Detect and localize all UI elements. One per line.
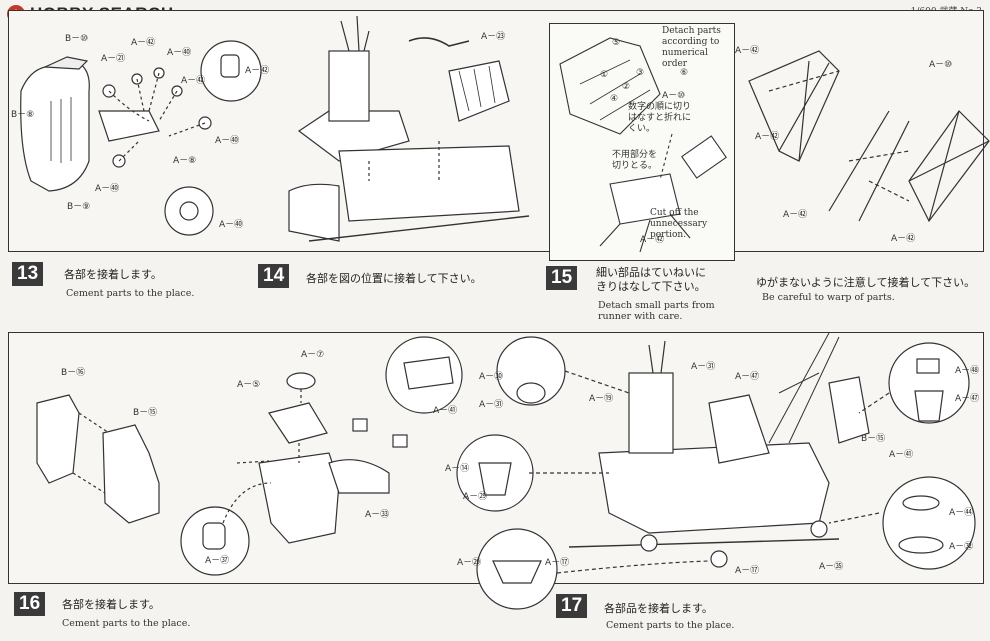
part-label-a79a: A－㊵: [167, 48, 192, 58]
step-17-jp: 各部品を接着します。: [604, 602, 713, 615]
part-label-a21: A－㉑: [101, 54, 126, 64]
part-label-a66: A－㊷: [735, 46, 760, 56]
circled-num-5: ⑤: [612, 38, 621, 48]
step-15-jp: 細い部品はていねいに きりはなして下さい。: [596, 266, 706, 293]
part-label-a23: A－㉓: [481, 32, 506, 42]
inset-note-cut-off: Cut off the unnecessary portion.: [650, 208, 708, 240]
circled-num-4: ④: [610, 94, 619, 104]
part-label-b9: B－⑨: [67, 202, 91, 212]
step-16-jp: 各部を接着します。: [62, 598, 160, 611]
part-label-b8: B－⑧: [11, 110, 35, 120]
step-13-jp: 各部を接着します。: [64, 268, 162, 281]
part-label-a79c: A－㊵: [95, 184, 120, 194]
part-label-a35: A－㉟: [819, 562, 844, 572]
part-label-a64: A－㊹: [949, 508, 974, 518]
step-16-en: Cement parts to the place.: [62, 618, 191, 629]
part-label-a67: A－㊷: [891, 234, 916, 244]
part-label-a70-inset: A－⑩: [662, 91, 686, 101]
part-label-a29b: A－㉙: [457, 558, 482, 568]
inset-note-detach: Detach parts according to numerical orde…: [662, 26, 721, 69]
step-15-en: Detach small parts from runner with care…: [598, 300, 715, 322]
part-label-a79b: A－㊵: [215, 136, 240, 146]
part-label-a62: A－㊷: [245, 66, 270, 76]
part-label-a29: A－㉙: [463, 492, 488, 502]
part-label-b15b: B－⑮: [861, 434, 886, 444]
inset-note-jp-order: 数字の順に切り はなすと折れに くい。: [628, 102, 692, 134]
part-label-b15: B－⑮: [133, 408, 158, 418]
step-14-number: 14: [258, 264, 290, 288]
part-label-a72: A－㊷: [783, 210, 808, 220]
part-label-a31: A－㉛: [479, 400, 504, 410]
part-label-a79d: A－㊵: [219, 220, 244, 230]
part-label-a77: A－㊼: [735, 372, 760, 382]
step-14-jp: 各部を図の位置に接着して下さい。: [306, 272, 482, 285]
step-15b-en: Be careful to warp of parts.: [762, 292, 895, 303]
part-label-a8: A－⑧: [173, 156, 197, 166]
panel-steps-16-17: B－⑯ B－⑮ A－⑦ A－⑤ A－㊶ A－㉝ A－㊲ A－㉚ A－㉛ A－⑲ …: [8, 332, 984, 610]
part-label-a52a: A－㊷: [131, 38, 156, 48]
step-15b-jp: ゆがまないように注意して接着して下さい。: [756, 276, 976, 289]
assembly-drawing-bottom: [36, 332, 976, 610]
assembly-drawing-top: [20, 15, 990, 242]
part-label-a78: A－㊽: [955, 366, 980, 376]
step-17-number: 17: [556, 594, 588, 618]
part-label-a77b: A－㊼: [955, 394, 980, 404]
step-15-number: 15: [546, 266, 578, 290]
part-label-a5: A－⑤: [237, 380, 261, 390]
part-label-a14: A－⑭: [445, 464, 470, 474]
part-label-a68-inset: A－㊷: [640, 235, 665, 245]
circled-num-6: ⑥: [680, 68, 689, 78]
part-label-a61: A－㊶: [433, 406, 458, 416]
step-13-en: Cement parts to the place.: [66, 288, 195, 299]
part-label-a33: A－㉝: [365, 510, 390, 520]
part-label-a7: A－⑦: [301, 350, 325, 360]
part-label-a30: A－㉚: [479, 372, 504, 382]
part-label-a17b: A－⑰: [735, 566, 760, 576]
step-13-number: 13: [12, 262, 44, 286]
panel-steps-13-15: Detach parts according to numerical orde…: [8, 10, 990, 261]
part-label-a32: A－㉜: [949, 542, 974, 552]
part-label-b10: B－⑩: [65, 34, 89, 44]
step-16-number: 16: [14, 592, 46, 616]
inset-note-jp-cut: 不用部分を 切りとる。: [612, 150, 658, 171]
runner-drawing: [559, 37, 727, 253]
step-17-en: Cement parts to the place.: [606, 620, 735, 631]
part-label-a70b: A－⑩: [929, 60, 953, 70]
circled-num-2: ②: [622, 82, 631, 92]
part-label-a19: A－⑲: [589, 394, 614, 404]
part-label-b16: B－⑯: [61, 368, 86, 378]
part-label-a37: A－㊲: [205, 556, 230, 566]
part-label-a71: A－㊶: [889, 450, 914, 460]
part-label-a31b: A－㉛: [691, 362, 716, 372]
part-label-a68b: A－㊷: [755, 132, 780, 142]
part-label-a17: A－⑰: [545, 558, 570, 568]
part-label-a52b: A－㊷: [181, 76, 206, 86]
circled-num-1: ①: [600, 70, 609, 80]
inset-step-15-runner: Detach parts according to numerical orde…: [549, 23, 735, 261]
circled-num-3: ③: [636, 68, 645, 78]
